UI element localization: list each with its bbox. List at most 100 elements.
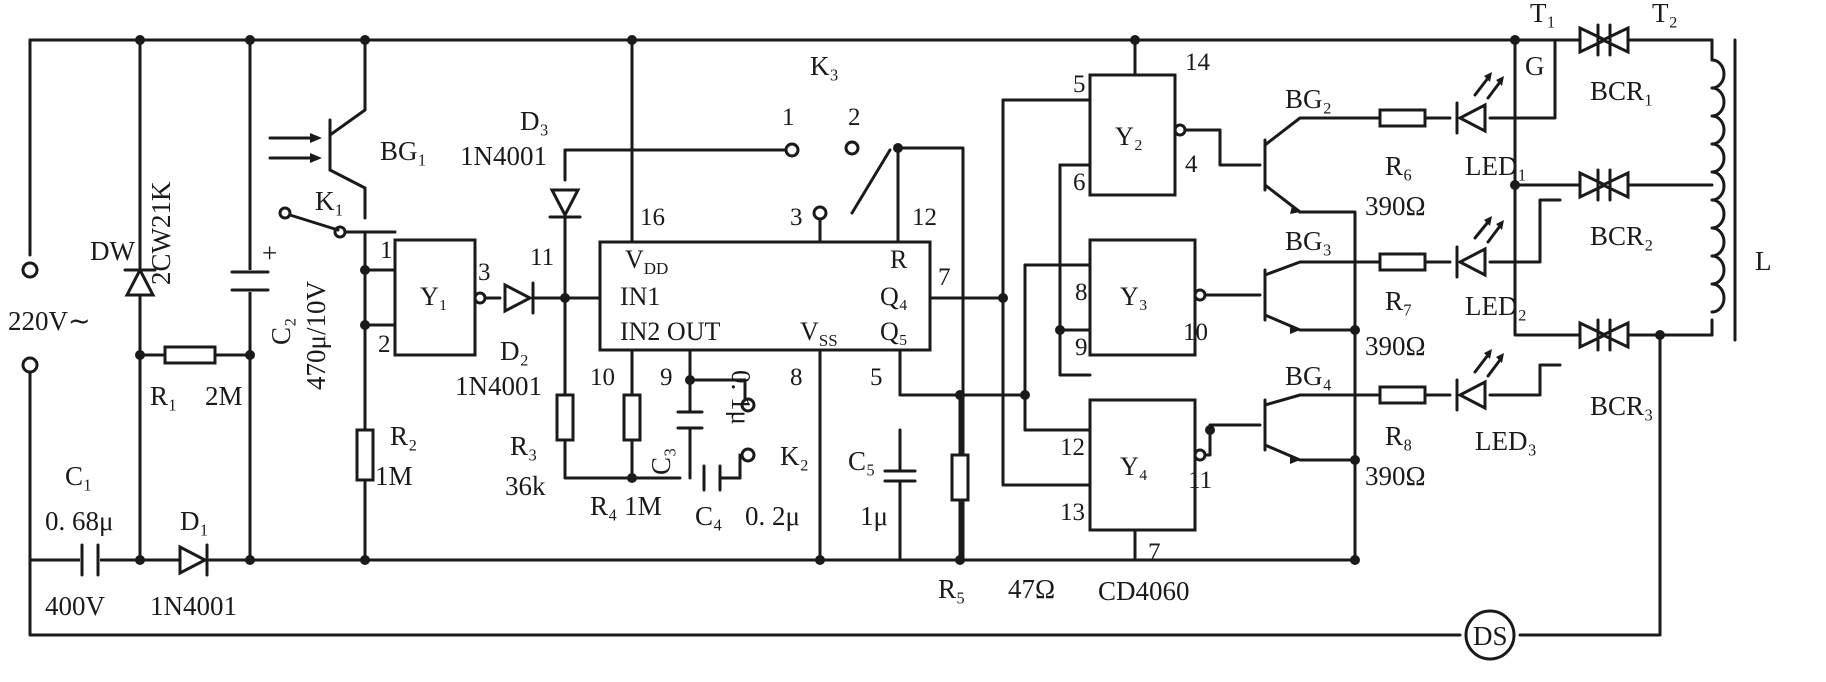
r5-label: R₅ xyxy=(938,574,965,604)
lamp-label: DS xyxy=(1473,621,1508,651)
d2-part: 1N4001 xyxy=(455,371,542,401)
k2-terminal-lower[interactable] xyxy=(740,447,756,463)
r6-label: R₆ xyxy=(1385,151,1412,181)
led1-label: LED₁ xyxy=(1465,151,1527,181)
gate-y4 xyxy=(1088,398,1197,532)
resistor-r5 xyxy=(950,453,970,502)
capacitor-c3 xyxy=(676,410,704,430)
k3-pos-2: 2 xyxy=(848,104,861,131)
switch-k3[interactable] xyxy=(784,140,860,221)
c4-label: C₄ xyxy=(695,501,722,531)
pin-8: 8 xyxy=(790,364,803,391)
led3-label: LED₃ xyxy=(1475,426,1537,456)
inductor-l xyxy=(1710,38,1737,342)
pin-y4-12: 12 xyxy=(1060,434,1085,461)
bg1-label: BG₁ xyxy=(380,136,427,166)
phototransistor-bg1 xyxy=(268,108,367,172)
junction-dots xyxy=(135,35,1665,565)
r1-value: 2M xyxy=(205,381,243,411)
resistor-r3 xyxy=(555,393,575,442)
resistor-r8 xyxy=(1378,385,1427,405)
c3-label: C₃ xyxy=(646,448,676,475)
ic-vss-label: VSS xyxy=(800,317,838,350)
r7-value: 390Ω xyxy=(1365,331,1426,361)
t1-label: T₁ xyxy=(1530,0,1556,28)
r8-label: R₈ xyxy=(1385,421,1412,451)
r6-value: 390Ω xyxy=(1365,191,1426,221)
pin-11: 11 xyxy=(530,244,554,271)
led2 xyxy=(1455,216,1504,279)
k3-pos-1: 1 xyxy=(782,104,795,131)
pin-y1-2: 2 xyxy=(378,331,391,358)
diode-d2 xyxy=(503,281,535,315)
bg4-label: BG₄ xyxy=(1285,361,1332,391)
pin-y1-3: 3 xyxy=(478,259,491,286)
c1-value: 0. 68μ xyxy=(45,506,113,536)
bcr2-label: BCR₂ xyxy=(1590,221,1653,251)
mains-terminals: 220V∼ xyxy=(8,261,91,374)
pin-y4-13: 13 xyxy=(1060,499,1085,526)
r3-value: 36k xyxy=(505,471,546,501)
gate-y2 xyxy=(1088,73,1177,197)
bcr3-label: BCR₃ xyxy=(1590,391,1653,421)
pin-y4-7: 7 xyxy=(1148,539,1161,566)
diode-d1 xyxy=(178,543,209,577)
r5-value: 47Ω xyxy=(1008,574,1055,604)
resistor-r6 xyxy=(1378,108,1427,128)
ic-q4-label: Q₄ xyxy=(880,282,908,311)
led1 xyxy=(1455,72,1504,135)
zener-dw: DW 2CW21K xyxy=(90,181,176,297)
k1-label: K₁ xyxy=(315,186,344,216)
resistor-r1 xyxy=(163,345,217,365)
k2-terminal-upper[interactable] xyxy=(740,397,756,413)
d3-part: 1N4001 xyxy=(460,141,547,171)
triac-bcr3 xyxy=(1568,318,1630,352)
r2-label: R₂ xyxy=(390,421,417,451)
ic-in1-label: IN1 xyxy=(620,282,660,311)
capacitor-c1 xyxy=(80,543,100,577)
c1-voltage: 400V xyxy=(45,591,106,621)
transistor-bg2 xyxy=(1263,138,1300,214)
r3-label: R₃ xyxy=(510,431,537,461)
switch-k1[interactable] xyxy=(278,206,347,239)
triac-bcr2 xyxy=(1568,168,1630,202)
ic-in2out-label: IN2 OUT xyxy=(620,317,720,346)
pin-y2-6: 6 xyxy=(1073,169,1086,196)
pin-y2-14: 14 xyxy=(1185,49,1211,76)
d3-label: D₃ xyxy=(520,106,549,136)
pin-y2-5: 5 xyxy=(1073,71,1086,98)
resistor-r4 xyxy=(622,393,642,442)
pin-y3-9: 9 xyxy=(1075,334,1088,361)
d1-label: D₁ xyxy=(180,506,209,536)
c5-value: 1μ xyxy=(860,501,888,531)
led3 xyxy=(1455,349,1504,412)
c2-label: C₂ xyxy=(266,318,296,345)
gate-y1-label: Y₁ xyxy=(420,282,448,311)
gates-part-label: CD4060 xyxy=(1098,576,1190,606)
dw-part-label: 2CW21K xyxy=(146,181,176,285)
supply-voltage-label: 220V∼ xyxy=(8,306,91,336)
r8-value: 390Ω xyxy=(1365,461,1426,491)
svg-text:+: + xyxy=(262,238,277,268)
d1-part: 1N4001 xyxy=(150,591,237,621)
r4-label: R₄ 1M xyxy=(590,491,662,521)
inductor-l-label: L xyxy=(1755,246,1772,276)
diode-d3 xyxy=(548,188,582,219)
pin-y2-4: 4 xyxy=(1185,151,1198,178)
ic-vdd-label: VDD xyxy=(625,245,668,278)
pin-y3-8: 8 xyxy=(1075,279,1088,306)
lamp-ds: DS xyxy=(1464,609,1516,661)
pin-y1-1: 1 xyxy=(380,237,393,264)
pin-12: 12 xyxy=(912,204,937,231)
capacitor-c2: + xyxy=(230,238,277,292)
d2-label: D₂ xyxy=(500,336,529,366)
c4-value: 0. 2μ xyxy=(745,501,800,531)
r1-label: R₁ xyxy=(150,381,177,411)
pin-10: 10 xyxy=(590,364,615,391)
capacitor-c5 xyxy=(883,469,917,483)
gate-y3-label: Y₃ xyxy=(1120,282,1148,311)
r7-label: R₇ xyxy=(1385,286,1412,316)
t2-label: T₂ xyxy=(1652,0,1678,28)
gate-y3 xyxy=(1088,238,1197,357)
